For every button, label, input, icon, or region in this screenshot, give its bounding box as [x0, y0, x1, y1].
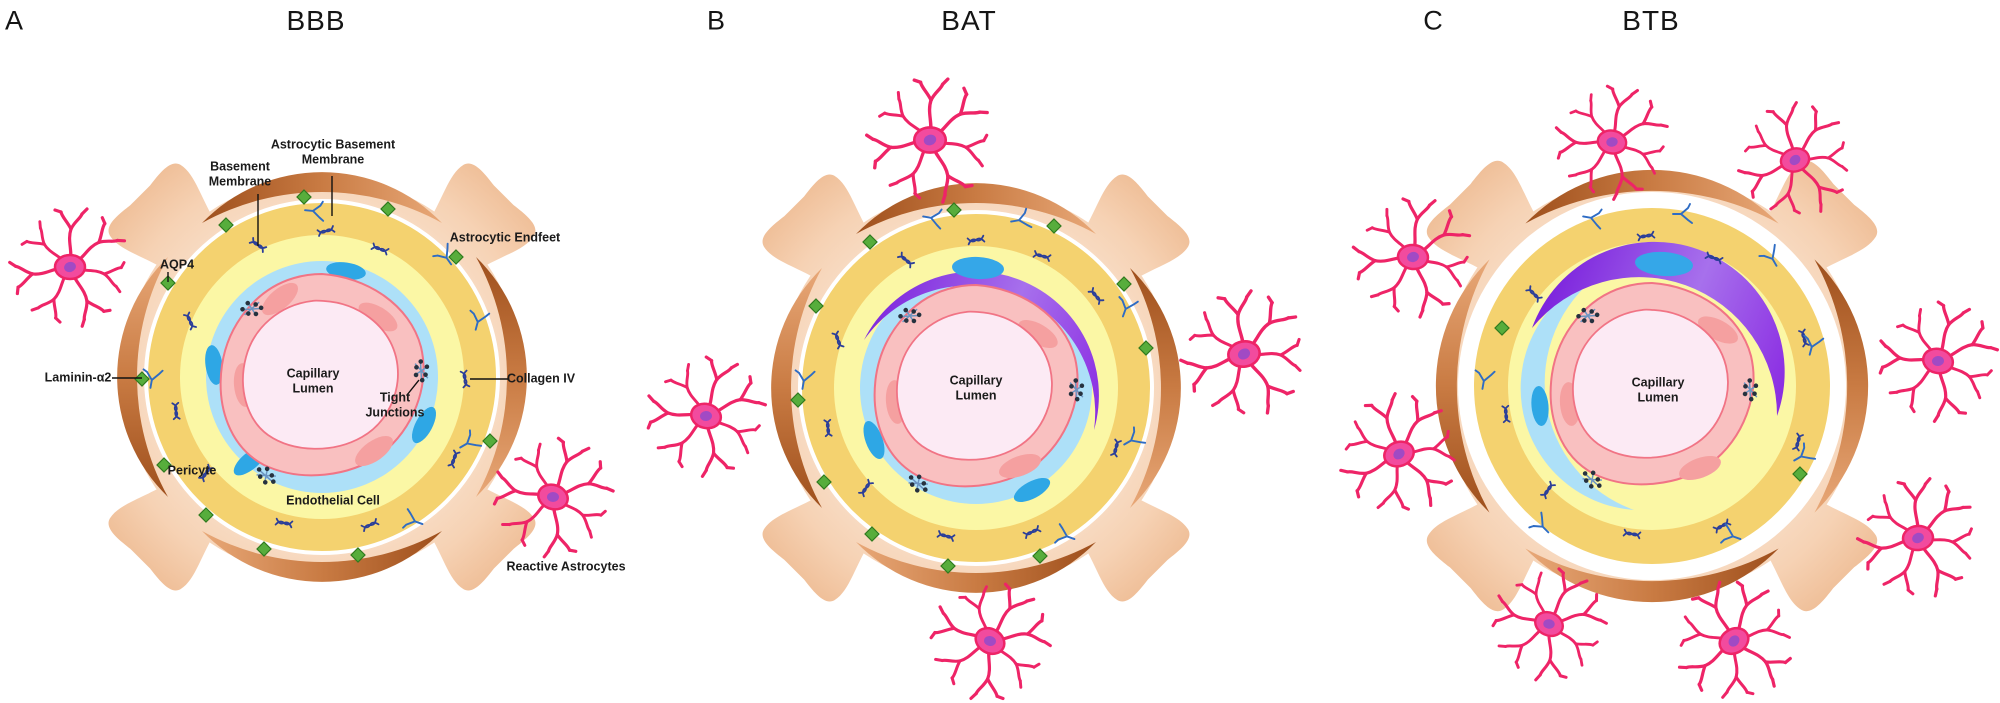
panel-b-title: BAT: [941, 5, 997, 36]
label-basement-membrane: Basement Membrane: [208, 159, 272, 188]
label-capillary-lumen-c: Capillary Lumen: [1631, 375, 1685, 404]
vessel-bat: [757, 169, 1195, 607]
label-laminin-a2: Laminin-α2: [44, 370, 112, 385]
label-reactive-astrocytes: Reactive Astrocytes: [506, 559, 626, 574]
vessel-bbb: [103, 158, 541, 596]
label-capillary-lumen-b: Capillary Lumen: [949, 373, 1003, 402]
panel-b-letter: B: [706, 5, 726, 36]
panel-a-letter: A: [4, 5, 24, 36]
label-endothelial-cell: Endothelial Cell: [286, 493, 380, 508]
label-capillary-lumen-a: Capillary Lumen: [286, 366, 340, 395]
leader-lines: [112, 176, 508, 396]
reactive-astrocyte: [10, 209, 125, 326]
vessel-btb: [1421, 155, 1883, 617]
tumor-cell-nucleus: [1635, 251, 1693, 277]
label-astrocytic-endfeet: Astrocytic Endfeet: [449, 230, 561, 245]
reactive-astrocyte: [632, 344, 774, 487]
panel-c-title: BTB: [1622, 5, 1680, 36]
reactive-astrocyte: [1864, 289, 2000, 432]
label-pericyte: Pericyte: [167, 463, 217, 478]
label-astrocytic-basement-membrane: Astrocytic Basement Membrane: [270, 137, 396, 166]
tumor-cell: [1532, 241, 1785, 416]
tumor-cell-nucleus: [952, 256, 1004, 280]
label-tight-junctions: Tight Junctions: [365, 390, 425, 419]
label-aqp4: AQP4: [159, 257, 195, 272]
pericyte-remnant: [1520, 274, 1634, 510]
label-collagen-iv: Collagen IV: [506, 371, 576, 386]
leader-tight-junctions: [406, 379, 420, 396]
panel-a-title: BBB: [286, 5, 346, 36]
reactive-astrocyte: [1171, 284, 1312, 426]
panel-c-letter: C: [1423, 5, 1443, 36]
